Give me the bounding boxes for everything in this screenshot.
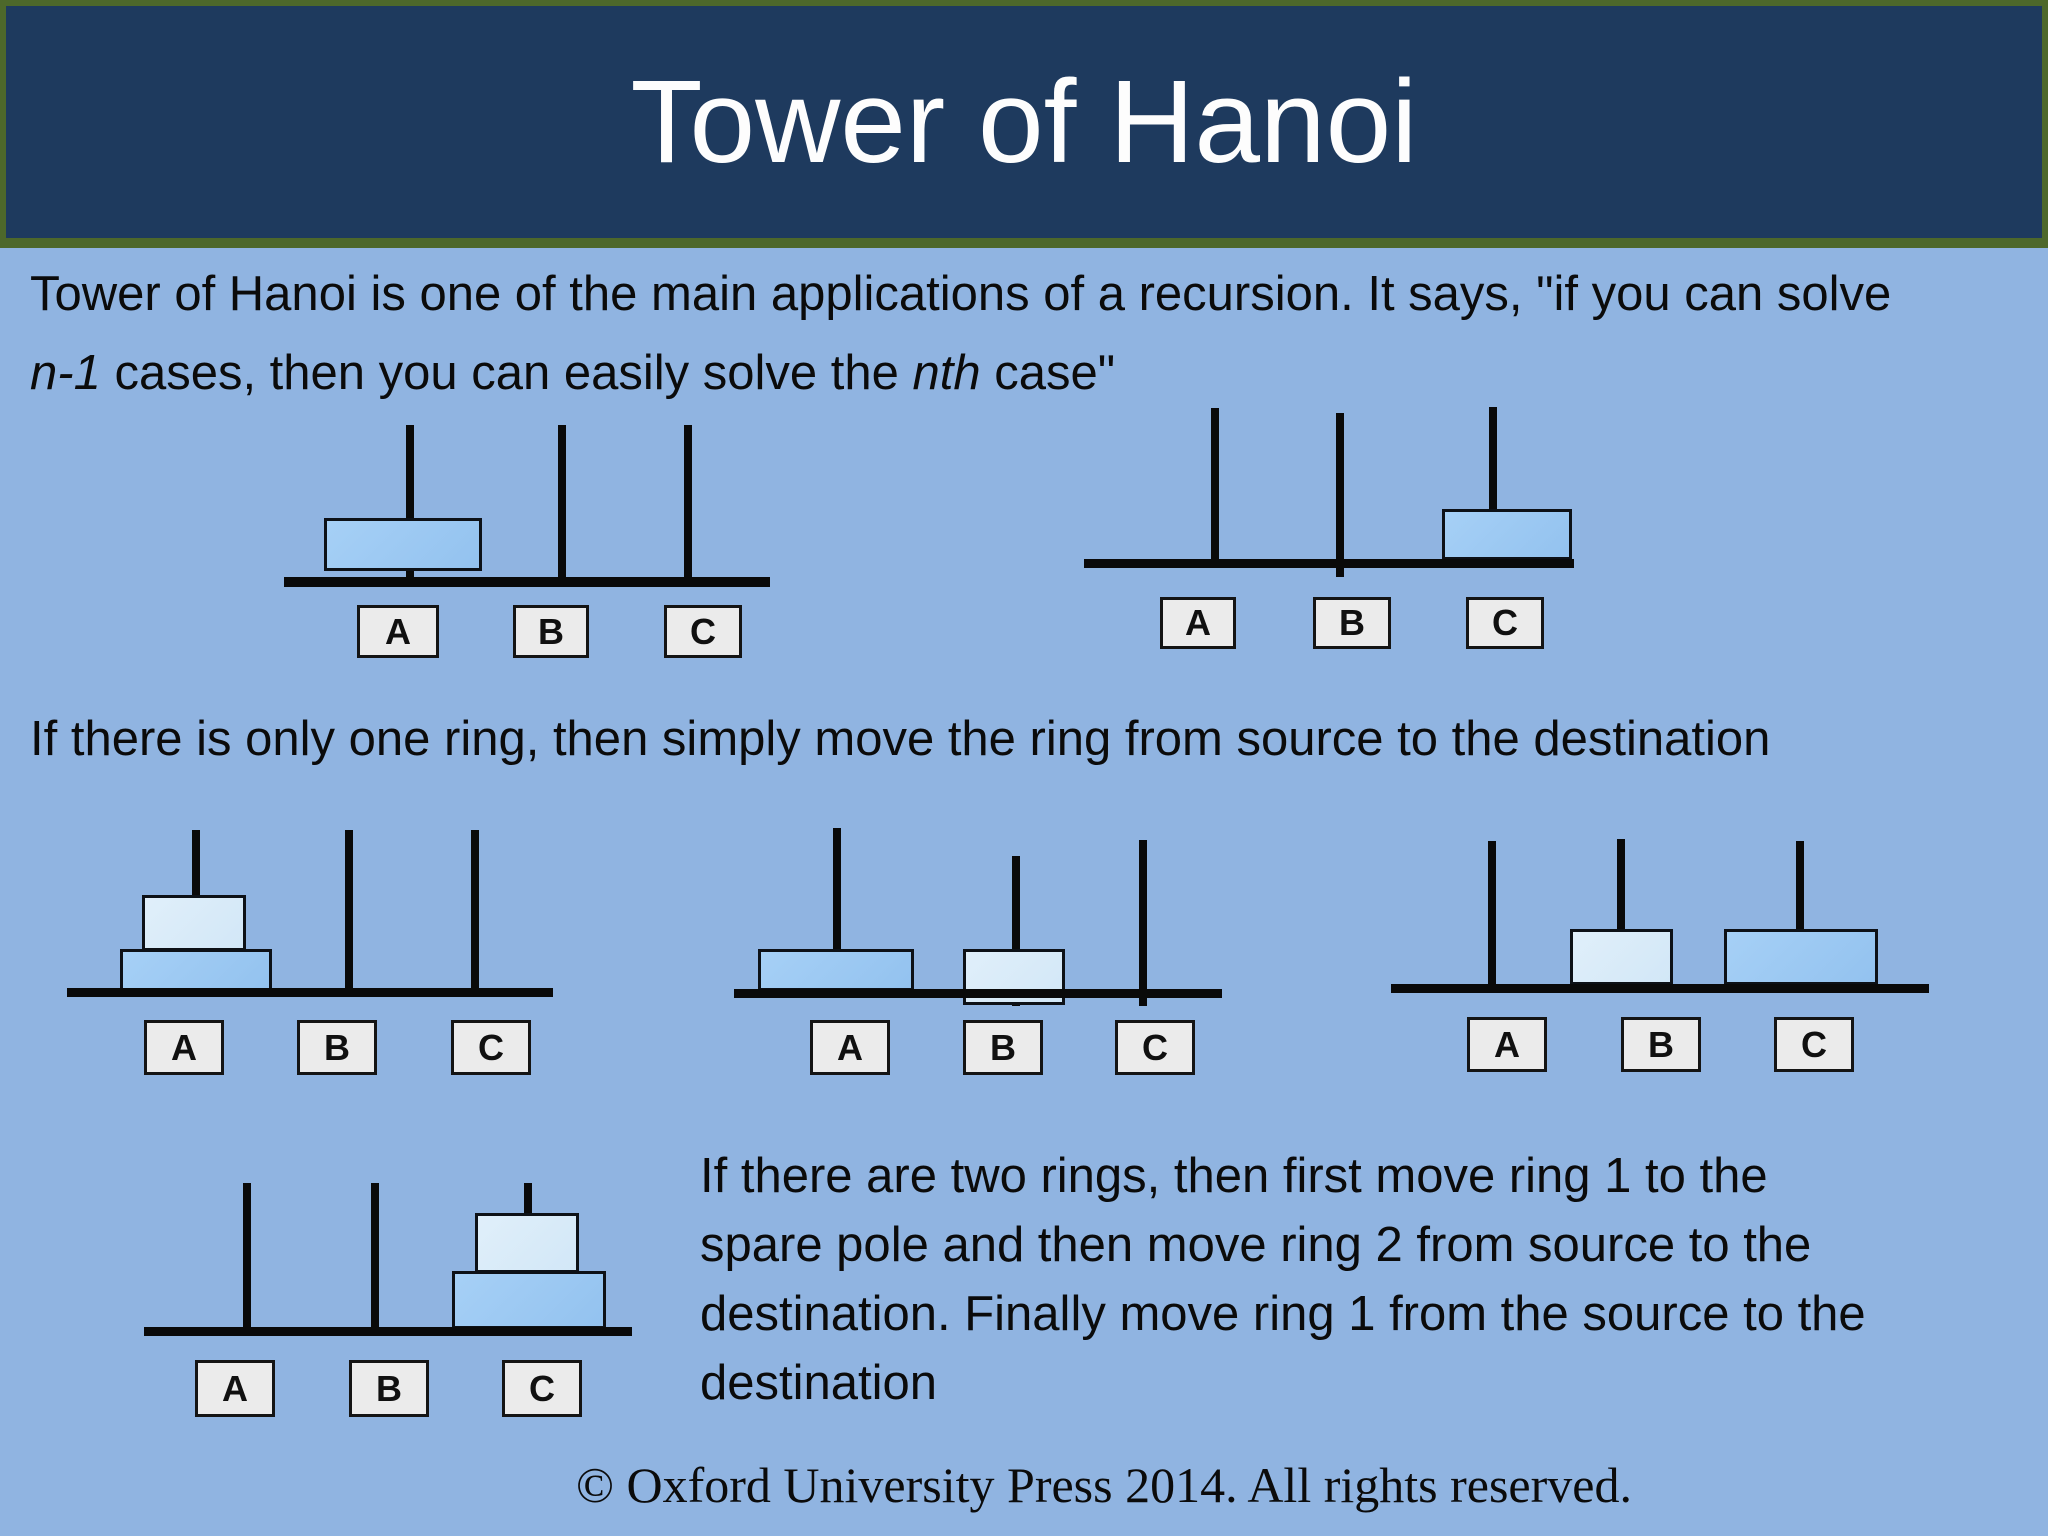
pole-c <box>684 425 692 587</box>
peg-label-c: C <box>451 1020 531 1075</box>
ring-large-on-a <box>758 949 914 991</box>
peg-label-a: A <box>357 605 439 658</box>
peg-label-c: C <box>1466 597 1544 649</box>
peg-label-a: A <box>1160 597 1236 649</box>
base-line <box>1084 559 1574 568</box>
ring-large-on-c <box>1442 509 1572 560</box>
diagram-one-ring-start: A B C <box>280 420 780 665</box>
one-ring-rule-text: If there is only one ring, then simply m… <box>30 712 1771 766</box>
diagram-two-rings-step2: A B C <box>1385 830 1935 1080</box>
page-title: Tower of Hanoi <box>630 56 1418 188</box>
pole-a <box>833 828 841 996</box>
ring-large-on-c <box>1724 929 1878 985</box>
header-banner: Tower of Hanoi <box>0 0 2048 248</box>
pole-a <box>243 1183 251 1335</box>
peg-label-b: B <box>963 1020 1043 1075</box>
diagram-one-ring-final: A B C <box>1080 400 1590 650</box>
pole-b <box>371 1183 379 1335</box>
pole-b <box>345 830 353 996</box>
two-rings-line-1: If there are two rings, then first move … <box>700 1149 1768 1203</box>
pole-c <box>1139 840 1147 1006</box>
diagram-two-rings-start: A B C <box>60 825 560 1080</box>
base-line <box>734 989 1222 998</box>
copyright-text: © Oxford University Press 2014. All righ… <box>576 1457 1632 1513</box>
two-rings-line-3: destination. Finally move ring 1 from th… <box>700 1287 1866 1341</box>
ring-small-on-b <box>1570 929 1673 985</box>
peg-label-b: B <box>297 1020 377 1075</box>
pole-c <box>1489 407 1497 567</box>
peg-label-c: C <box>664 605 742 658</box>
pole-a <box>1488 841 1496 993</box>
intro-line-1: Tower of Hanoi is one of the main applic… <box>30 267 1892 321</box>
base-line <box>67 988 553 997</box>
two-rings-line-4: destination <box>700 1356 938 1410</box>
base-line <box>144 1327 632 1336</box>
ring-large-on-a <box>324 518 482 571</box>
peg-label-a: A <box>144 1020 224 1075</box>
peg-label-b: B <box>1313 597 1391 649</box>
pole-b <box>1012 856 1020 1006</box>
base-line <box>284 577 770 587</box>
peg-label-c: C <box>1774 1017 1854 1072</box>
intro-line-2: n-1 cases, then you can easily solve the… <box>30 334 2025 413</box>
intro-italic-n-1: n-1 <box>30 346 101 400</box>
intro-paragraph: Tower of Hanoi is one of the main applic… <box>30 255 2025 413</box>
pole-b <box>1336 413 1344 577</box>
two-rings-line-2: spare pole and then move ring 2 from sou… <box>700 1218 1812 1272</box>
diagram-two-rings-final: A B C <box>140 1178 640 1428</box>
pole-b <box>1617 839 1625 993</box>
pole-b <box>558 425 566 587</box>
peg-label-c: C <box>502 1360 582 1417</box>
peg-label-b: B <box>1621 1017 1701 1072</box>
pole-c <box>471 830 479 996</box>
intro-italic-nth: nth <box>912 346 981 400</box>
diagram-two-rings-step1: A B C <box>730 825 1230 1080</box>
pole-a <box>406 425 414 587</box>
pole-a <box>1211 408 1219 568</box>
peg-label-a: A <box>1467 1017 1547 1072</box>
peg-label-a: A <box>195 1360 275 1417</box>
base-line <box>1391 984 1929 993</box>
ring-large-on-a <box>120 949 272 992</box>
two-rings-rule-text: If there are two rings, then first move … <box>700 1142 2000 1418</box>
intro-line-2-end: case" <box>980 346 1116 400</box>
pole-c <box>1796 841 1804 993</box>
intro-line-2-text: cases, then you can easily solve the <box>100 346 913 400</box>
ring-large-on-c <box>452 1271 606 1329</box>
ring-small-on-c <box>475 1213 579 1273</box>
peg-label-a: A <box>810 1020 890 1075</box>
ring-small-on-a <box>142 895 246 951</box>
peg-label-b: B <box>349 1360 429 1417</box>
peg-label-c: C <box>1115 1020 1195 1075</box>
peg-label-b: B <box>513 605 589 658</box>
